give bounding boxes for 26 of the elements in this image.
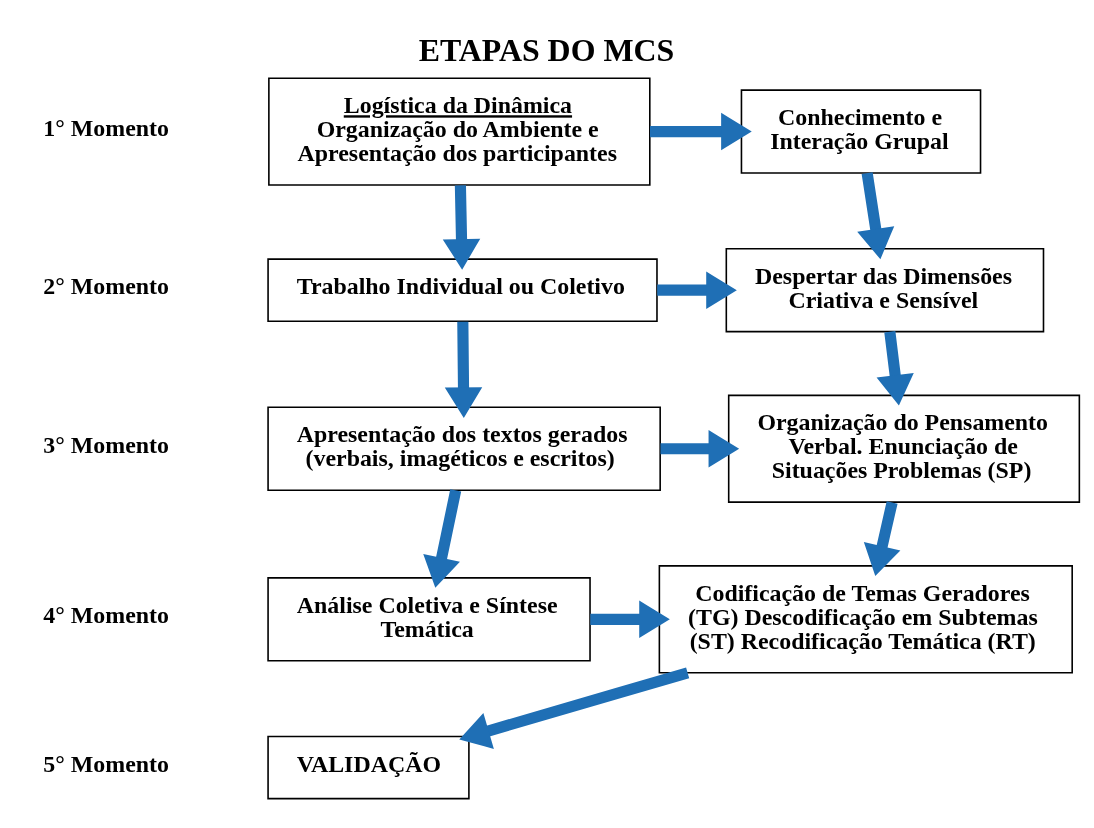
label: 3° Momento [43,431,170,458]
arrow [442,184,481,270]
label: 2° Momento [43,272,170,299]
node-box: Apresentação dos textos gerados (verbais, imagéticos e escritos) [267,406,661,491]
arrow [423,488,462,588]
arrow [590,600,670,638]
diagram-title: ETAPAS DO MCS [418,32,675,68]
node-box: Despertar das Dimensões Criativa e Sensível [725,247,1045,332]
arrow [660,429,740,467]
arrow [657,270,737,309]
arrow [444,321,483,418]
label: 5° Momento [43,750,170,777]
node-box: Conhecimento e Interação Grupal [740,88,982,174]
label: 1° Momento [43,114,170,141]
node-box: Análise Coletiva e Síntese Temática [267,576,591,662]
arrow [649,112,752,150]
node-box: VALIDAÇÃO [267,735,470,799]
node-box: Trabalho Individual ou Coletivo [267,257,658,322]
arrow [863,500,901,576]
arrow [857,171,895,259]
arrow [459,667,690,749]
node-box: Organização do Pensamento Verbal. Enunciação de Situações Problemas (SP) [727,394,1081,503]
label: 4° Momento [43,601,170,628]
node-box: Logística da Dinâmica Organização do Ambiente e Apresentação dos participantes [268,76,651,186]
arrow [876,330,914,406]
node-box: Codificação de Temas Geradores (TG) Descodificação em Subtemas (ST) Recodificação Temática (RT) [658,564,1073,673]
